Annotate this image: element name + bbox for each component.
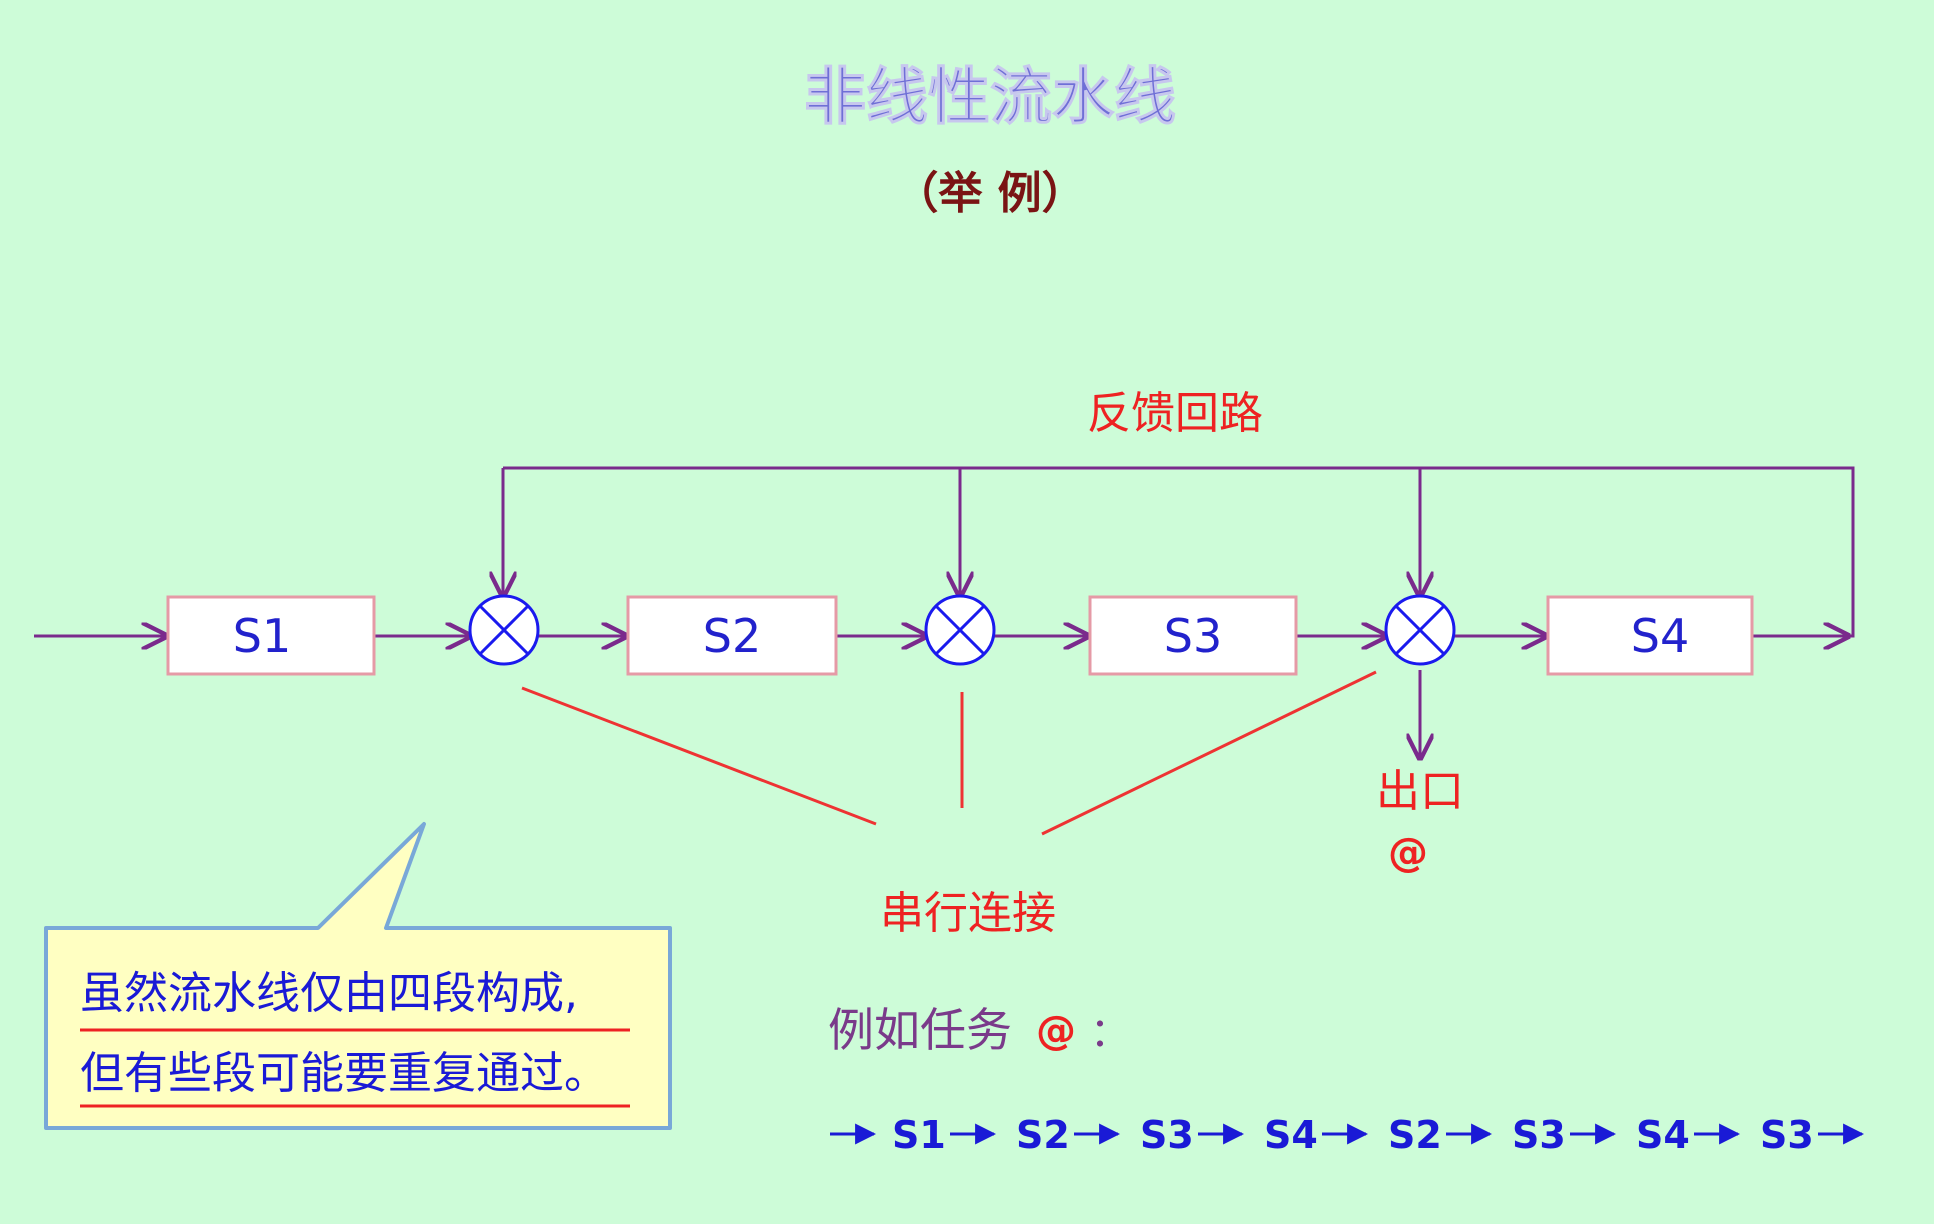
sequence-step: S3: [1512, 1113, 1566, 1157]
task-symbol: @: [1036, 1008, 1076, 1054]
sequence-step: S3: [1140, 1113, 1194, 1157]
stage-label-s2: S2: [703, 609, 761, 663]
exit-symbol: @: [1388, 830, 1428, 876]
forward-path: [34, 636, 1848, 758]
sequence-step: S4: [1636, 1113, 1690, 1157]
callout-bubble: [44, 822, 672, 1130]
stage-label-s3: S3: [1164, 609, 1222, 663]
sequence-step: S2: [1016, 1113, 1070, 1157]
task-sequence: S1 S2 S3 S4 S2 S3 S4 S3: [830, 1113, 1865, 1157]
stage-box-s2: [626, 595, 838, 676]
exit-label: 出口: [1376, 766, 1464, 817]
callout-line-1: 虽然流水线仅由四段构成,: [80, 968, 578, 1019]
sequence-step: S4: [1264, 1113, 1318, 1157]
stage-box-s4: [1546, 595, 1754, 676]
serial-connection-lines: [521, 670, 1377, 836]
stage-label-s1: S1: [233, 609, 291, 663]
task-colon: ：: [1090, 1010, 1130, 1056]
task-label: 例如任务: [828, 1003, 1012, 1057]
sequence-step: S3: [1760, 1113, 1814, 1157]
mux-2: [924, 594, 996, 666]
page-title: 非线性流水线: [804, 60, 1176, 133]
mux-1: [468, 594, 540, 666]
serial-label: 串行连接: [880, 888, 1056, 939]
feedback-label: 反馈回路: [1087, 388, 1263, 439]
stage-boxes: S1 S2 S3 S4: [166, 595, 1754, 676]
callout-line-2: 但有些段可能要重复通过。: [80, 1048, 608, 1099]
callout: 虽然流水线仅由四段构成, 但有些段可能要重复通过。: [44, 822, 672, 1130]
sequence-step: S1: [892, 1113, 946, 1157]
mux-3: [1384, 594, 1456, 666]
stage-box-s1: [166, 595, 376, 676]
multiplexers: [468, 594, 1456, 666]
stage-label-s4: S4: [1631, 609, 1689, 663]
stage-box-s3: [1088, 595, 1298, 676]
page-subtitle: （举 例）: [894, 168, 1085, 219]
sequence-step: S2: [1388, 1113, 1442, 1157]
